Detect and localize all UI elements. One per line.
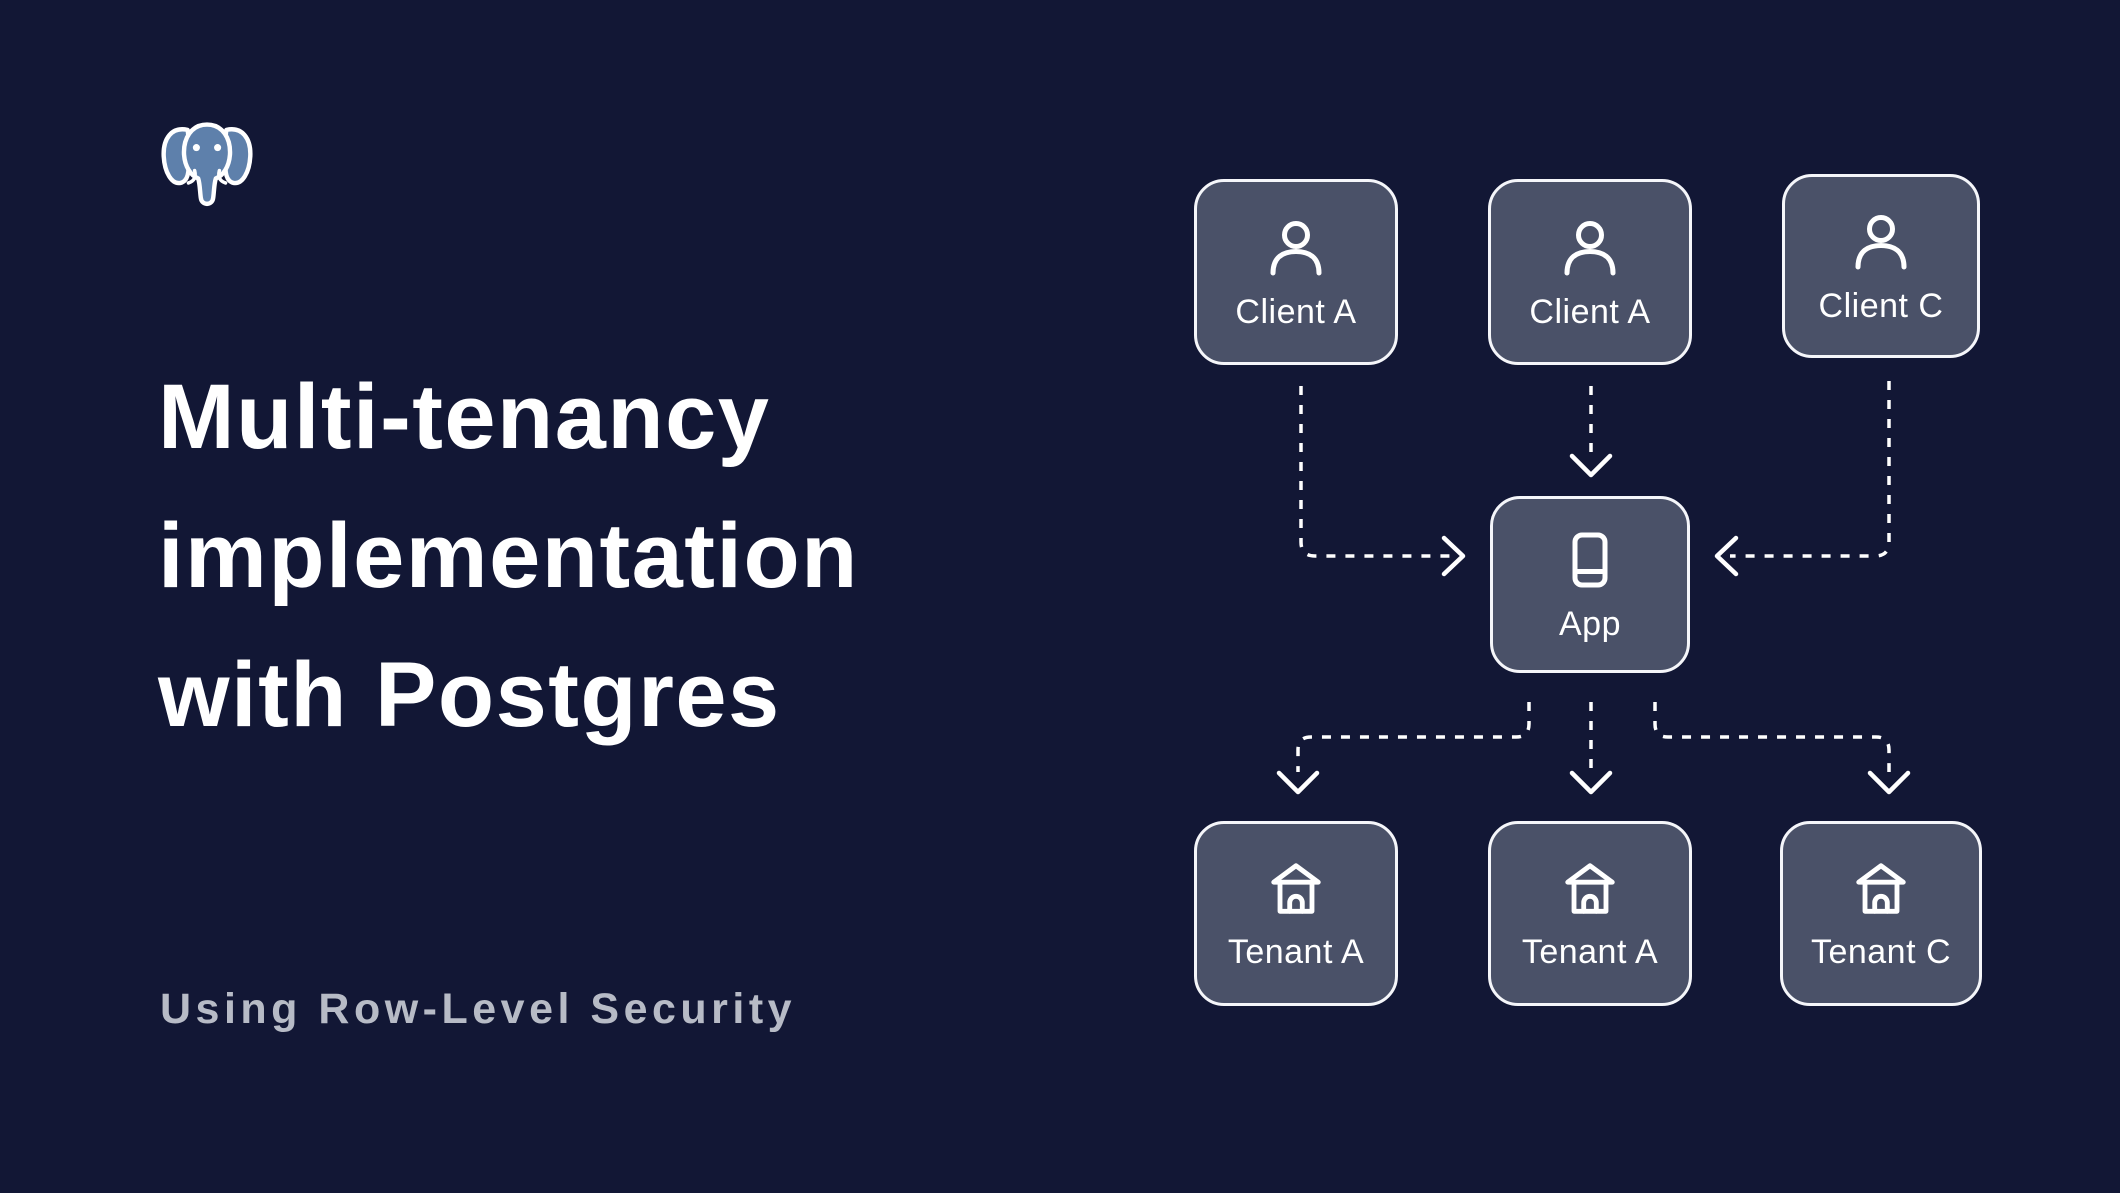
arrowhead-client3-to-app <box>1714 535 1739 577</box>
user-icon <box>1564 220 1616 275</box>
arrow-client1-to-app <box>1299 386 1450 558</box>
house-icon <box>1271 863 1321 914</box>
client-node-1: Client A <box>1194 179 1398 365</box>
app-node-label: App <box>1559 605 1621 643</box>
arrow-app-to-tenant3 <box>1653 702 1891 772</box>
title-line-1: Multi-tenancy <box>158 366 771 468</box>
arrowhead-app-to-tenant3 <box>1867 770 1911 795</box>
user-icon <box>1855 214 1907 269</box>
client-node-3: Client C <box>1782 174 1980 358</box>
arrowhead-app-to-tenant1 <box>1276 770 1320 795</box>
client-node-1-label: Client A <box>1235 292 1357 331</box>
arrow-app-to-tenant1 <box>1296 702 1531 772</box>
tenant-node-1: Tenant A <box>1194 821 1398 1006</box>
arrowhead-client1-to-app <box>1441 535 1466 577</box>
house-icon <box>1565 863 1615 914</box>
tenant-node-3: Tenant C <box>1780 821 1982 1006</box>
user-icon <box>1270 220 1322 275</box>
client-node-2: Client A <box>1488 179 1692 365</box>
client-node-2-label: Client A <box>1529 292 1651 331</box>
tenant-node-2: Tenant A <box>1488 821 1692 1006</box>
arrowhead-app-to-tenant2 <box>1569 770 1613 795</box>
tenant-node-1-label: Tenant A <box>1227 933 1365 971</box>
app-node: App <box>1490 496 1690 673</box>
arrowhead-client2-to-app <box>1569 453 1613 478</box>
smartphone-icon <box>1572 532 1608 588</box>
postgresql-elephant-logo <box>161 122 253 207</box>
tenant-node-2-label: Tenant A <box>1521 933 1659 971</box>
client-node-3-label: Client C <box>1818 286 1944 325</box>
house-icon <box>1856 863 1906 914</box>
page-title: Multi-tenancy implementation with Postgr… <box>158 348 859 765</box>
title-line-3: with Postgres <box>158 644 781 746</box>
arrow-client3-to-app <box>1730 381 1891 558</box>
subtitle: Using Row-Level Security <box>160 985 797 1033</box>
tenant-node-3-label: Tenant C <box>1810 933 1952 971</box>
title-line-2: implementation <box>158 505 859 607</box>
